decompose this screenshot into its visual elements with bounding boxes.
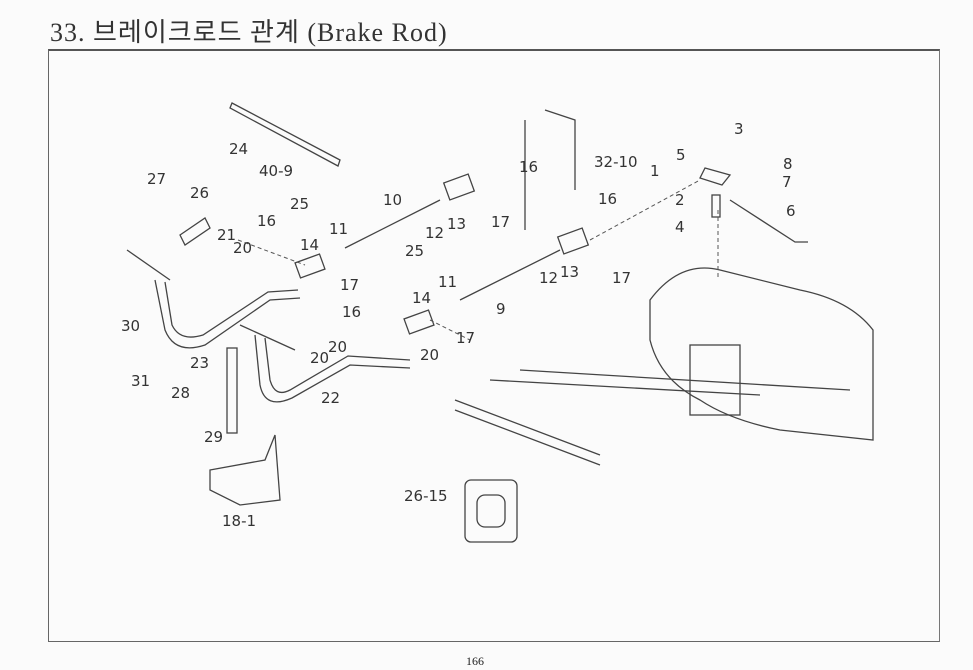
part-label: 27: [147, 170, 166, 188]
rod-9: [459, 249, 561, 301]
part-label: 14: [412, 289, 431, 307]
yoke-14: [403, 309, 435, 335]
part-label: 23: [190, 354, 209, 372]
part-labels: 24 40-9 27 26 25 16 10 11 14 21 20 12 13…: [121, 120, 796, 530]
part-label: 7: [782, 173, 792, 191]
part-label: 17: [456, 329, 475, 347]
bracket-18-1: [209, 434, 281, 506]
part-label: 11: [329, 220, 348, 238]
part-label: 16: [257, 212, 276, 230]
part-label: 16: [519, 158, 538, 176]
part-label: 26-15: [404, 487, 448, 505]
part-label: 17: [340, 276, 359, 294]
part-label: 2: [675, 191, 685, 209]
part-label: 21: [217, 226, 236, 244]
part-label: 25: [405, 242, 424, 260]
plate-26-15-hole: [476, 494, 506, 528]
bracket-32-10: [524, 109, 576, 230]
part-label: 16: [598, 190, 617, 208]
part-label: 1: [650, 162, 660, 180]
part-label: 26: [190, 184, 209, 202]
part-label: 20: [420, 346, 439, 364]
part-label: 30: [121, 317, 140, 335]
page-number: 166: [466, 654, 484, 668]
part-label: 29: [204, 428, 223, 446]
part-label: 11: [438, 273, 457, 291]
part-label: 16: [342, 303, 361, 321]
axle-housing: [649, 267, 874, 441]
diagram-drawing: [126, 102, 874, 543]
page-title: 33. 브레이크로드 관계 (Brake Rod): [50, 18, 448, 47]
pin-2: [711, 194, 721, 218]
part-label: 8: [783, 155, 793, 173]
parking-ratchet-28: [226, 347, 238, 434]
lever-1: [699, 167, 732, 186]
brake-housing: [689, 344, 741, 416]
part-label: 32-10: [594, 153, 638, 171]
part-label: 20: [233, 239, 252, 257]
part-label: 6: [786, 202, 796, 220]
part-label: 9: [496, 300, 506, 318]
cross-shaft: [454, 369, 851, 466]
part-label: 28: [171, 384, 190, 402]
part-label: 25: [290, 195, 309, 213]
part-label: 17: [612, 269, 631, 287]
part-label: 4: [675, 218, 685, 236]
plate-26: [179, 217, 211, 246]
part-label: 24: [229, 140, 248, 158]
part-label: 22: [321, 389, 340, 407]
part-label: 40-9: [259, 162, 293, 180]
part-label: 13: [560, 263, 579, 281]
part-label: 13: [447, 215, 466, 233]
part-label: 5: [676, 146, 686, 164]
part-label: 14: [300, 236, 319, 254]
part-label: 12: [539, 269, 558, 287]
part-label: 31: [131, 372, 150, 390]
diagram-frame: [48, 49, 940, 642]
clevis-13: [442, 173, 476, 201]
part-label: 18-1: [222, 512, 256, 530]
brake-pedal-22: [239, 324, 411, 403]
clevis-13: [556, 227, 590, 255]
part-label: 17: [491, 213, 510, 231]
part-label: 20: [328, 338, 347, 356]
part-label: 3: [734, 120, 744, 138]
part-label: 20: [310, 349, 329, 367]
rod-6: [729, 199, 808, 243]
assembly-lines: [237, 179, 719, 341]
rod-40-9: [229, 102, 341, 167]
rod-10: [344, 199, 441, 249]
yoke-14: [294, 253, 326, 279]
plate-26-15: [464, 479, 518, 543]
brake-pedal-23: [126, 249, 301, 349]
part-label: 12: [425, 224, 444, 242]
part-label: 10: [383, 191, 402, 209]
